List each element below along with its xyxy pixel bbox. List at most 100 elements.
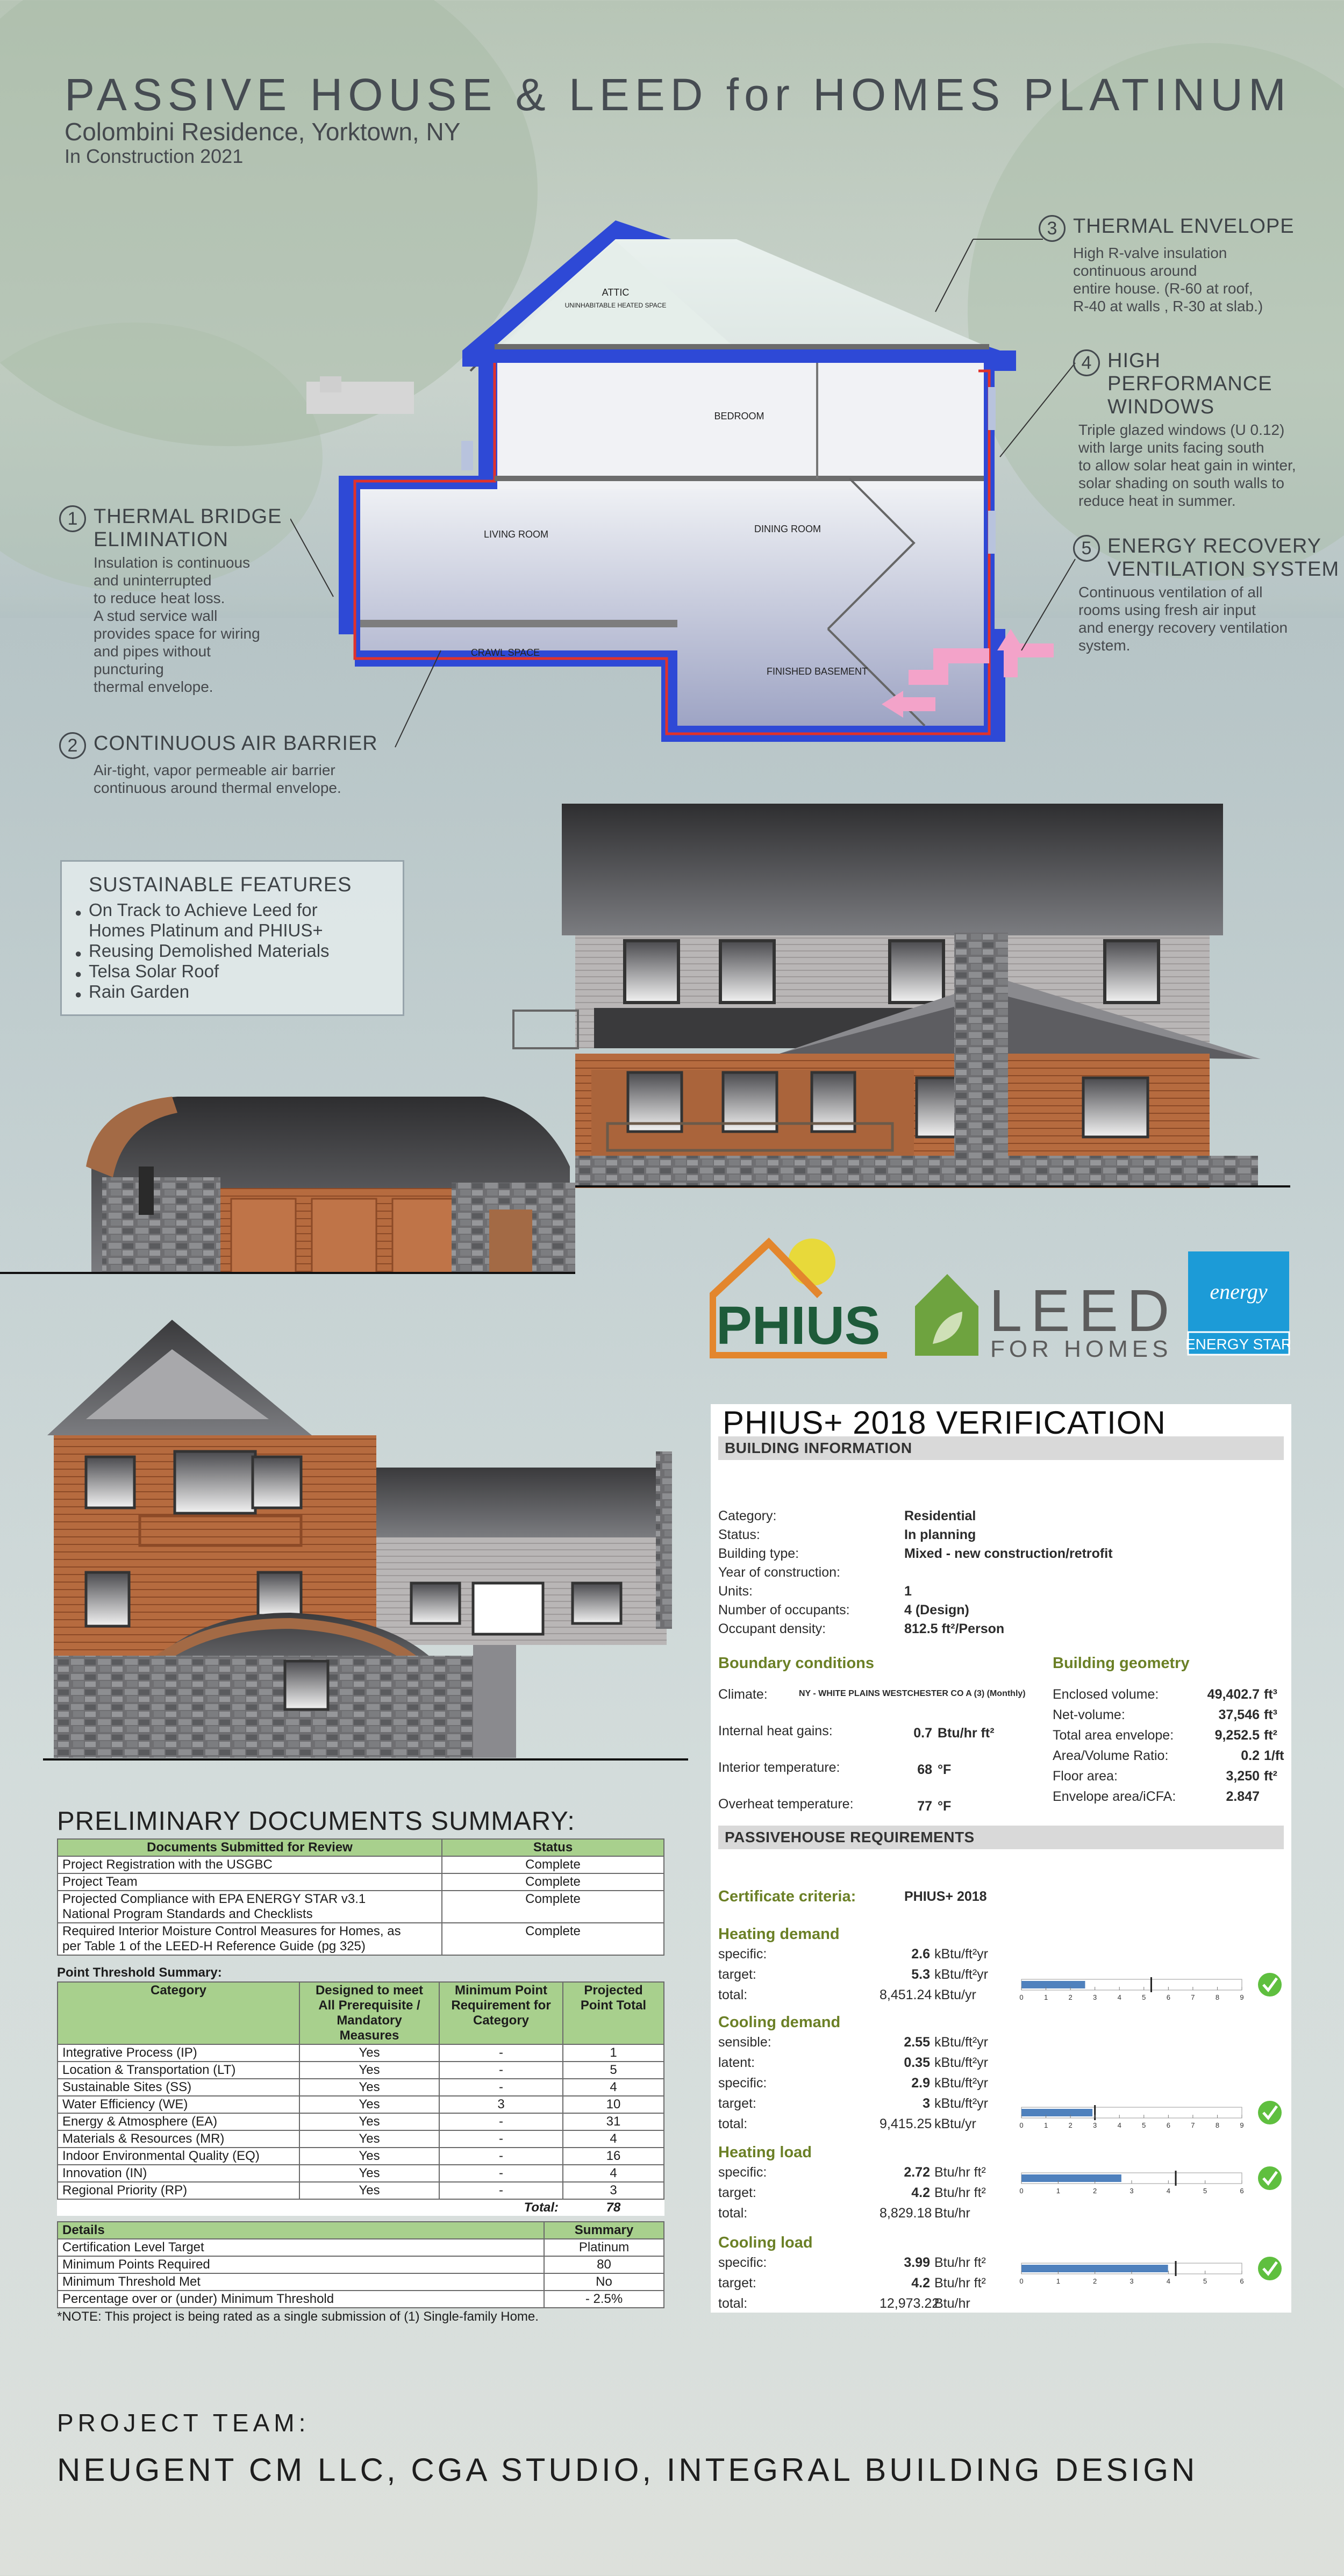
geometry-value: 3,250 <box>1226 1769 1260 1784</box>
bar-tick-label: 6 <box>1240 2187 1243 2195</box>
table-cell: Location & Transportation (LT) <box>57 2061 300 2079</box>
table-header: Designed to meet All Prerequisite / Mand… <box>299 1981 440 2045</box>
req-key: latent: <box>718 2055 755 2070</box>
total-row: Total: 78 <box>58 2199 664 2216</box>
table-cell: Sustainable Sites (SS) <box>57 2078 300 2096</box>
boundary-value: 0.7 <box>913 1726 932 1741</box>
project-team: PROJECT TEAM: NEUGENT CM LLC, CGA STUDIO… <box>57 2408 1198 2488</box>
bar-tick-label: 6 <box>1240 2277 1243 2285</box>
sustainable-item: Telsa Solar Roof <box>89 961 376 982</box>
bar-tick-label: 5 <box>1203 2277 1207 2285</box>
project-team-label: PROJECT TEAM: <box>57 2409 310 2437</box>
info-key: Year of construction: <box>718 1565 840 1580</box>
req-unit: kBtu/yr <box>934 1987 976 2002</box>
req-key: target: <box>718 2096 756 2111</box>
callout-title: THERMAL BRIDGE ELIMINATION <box>94 505 282 551</box>
bar-tick-label: 4 <box>1118 1993 1121 2001</box>
boundary-value: 68 <box>917 1762 932 1777</box>
callout-title: CONTINUOUS AIR BARRIER <box>94 732 378 755</box>
table-cell: - <box>439 2181 563 2200</box>
table-header: Documents Submitted for Review <box>57 1838 442 1857</box>
project-team-names: NEUGENT CM LLC, CGA STUDIO, INTEGRAL BUI… <box>57 2452 1198 2488</box>
bar-fill <box>1021 2109 1093 2116</box>
bar-tick-label: 8 <box>1216 2121 1219 2129</box>
table-cell: Yes <box>299 2078 440 2096</box>
table-cell: Energy & Atmosphere (EA) <box>57 2113 300 2131</box>
building-info-header: BUILDING INFORMATION <box>718 1436 1284 1460</box>
req-value: 5.3 <box>911 1967 930 1982</box>
bar-tick-label: 0 <box>1019 2121 1023 2129</box>
boundary-unit: °F <box>938 1799 952 1814</box>
sustainable-item: Rain Garden <box>89 982 376 1002</box>
building-geometry-title: Building geometry <box>1053 1655 1190 1672</box>
callout-description: Air-tight, vapor permeable air barrier c… <box>94 762 341 796</box>
req-key: target: <box>718 2185 756 2200</box>
info-key: Building type: <box>718 1546 799 1561</box>
req-value: 3.99 <box>904 2255 930 2270</box>
table-cell: Innovation (IN) <box>57 2164 300 2183</box>
bar-tick-label: 2 <box>1068 1993 1072 2001</box>
bar-tick-label: 2 <box>1093 2187 1097 2195</box>
req-unit: kBtu/ft²yr <box>934 1947 989 1962</box>
callout-number: 1 <box>59 505 86 532</box>
table-header: Projected Point Total <box>562 1981 664 2045</box>
boundary-key: Internal heat gains: <box>718 1723 833 1738</box>
block-title: Cooling demand <box>718 2014 841 2031</box>
check-icon <box>1258 2257 1282 2280</box>
passivehouse-requirements-header: PASSIVEHOUSE REQUIREMENTS <box>718 1826 1284 1849</box>
details-table: Details Summary Certification Level Targ… <box>57 2221 664 2308</box>
bar-tick-label: 1 <box>1056 2277 1060 2285</box>
req-unit: kBtu/ft²yr <box>934 2035 989 2050</box>
documents-table: Documents Submitted for Review Status Pr… <box>57 1838 664 1956</box>
attic-note: UNINHABITABLE HEATED SPACE <box>565 302 667 309</box>
bar-tick-label: 0 <box>1019 2277 1023 2285</box>
info-value: 1 <box>904 1584 912 1599</box>
table-cell: Minimum Threshold Met <box>57 2273 545 2291</box>
total-value: 78 <box>606 2200 621 2215</box>
table-header: Minimum Point Requirement for Category <box>439 1981 563 2045</box>
dining-room-label: DINING ROOM <box>754 524 821 534</box>
table-cell: - <box>439 2147 563 2165</box>
bar-fill <box>1021 2265 1168 2272</box>
point-threshold-label: Point Threshold Summary: <box>57 1965 222 1980</box>
table-cell: Yes <box>299 2130 440 2148</box>
energy-star-text: ENERGY STAR <box>1185 1336 1290 1353</box>
bar-tick-label: 1 <box>1044 2121 1048 2129</box>
building-info-list: Category:Residential Status:In planning … <box>718 1508 1256 1640</box>
point-threshold-table: Category Designed to meet All Prerequisi… <box>57 1981 664 2216</box>
energy-star-logo: energy ENERGY STAR <box>1185 1251 1290 1356</box>
req-value: 3 <box>923 2096 930 2111</box>
side-elevation-drawing <box>43 1320 688 1761</box>
info-value: Residential <box>904 1508 976 1523</box>
table-cell: - <box>439 2164 563 2183</box>
living-room-label: LIVING ROOM <box>484 529 548 540</box>
table-cell: Complete <box>441 1856 664 1874</box>
phius-logo: PHIUS <box>710 1237 887 1358</box>
callout-title: THERMAL ENVELOPE <box>1073 215 1295 238</box>
table-row: Innovation (IN)Yes-4 <box>57 2164 664 2183</box>
bar-tick-label: 4 <box>1118 2121 1121 2129</box>
check-icon <box>1258 2166 1282 2190</box>
block-title: Heating load <box>718 2144 812 2161</box>
table-cell: 16 <box>562 2147 664 2165</box>
table-cell: 31 <box>562 2113 664 2131</box>
req-unit: Btu/hr ft² <box>934 2276 986 2291</box>
bar-tick-label: 0 <box>1019 1993 1023 2001</box>
building-section-drawing: ATTIC UNINHABITABLE HEATED SPACE BEDROOM… <box>290 220 1076 748</box>
req-value: 4.2 <box>911 2185 930 2200</box>
bar-tick-label: 9 <box>1240 1993 1243 2001</box>
geometry-value: 49,402.7 <box>1207 1687 1260 1702</box>
bar-fill <box>1021 1981 1085 1988</box>
table-cell: Projected Compliance with EPA ENERGY STA… <box>57 1890 442 1923</box>
bar-tick-label: 5 <box>1203 2187 1207 2195</box>
table-cell: Regional Priority (RP) <box>57 2181 300 2200</box>
req-key: total: <box>718 2296 748 2311</box>
boundary-conditions-list: Climate:NY - WHITE PLAINS WESTCHESTER CO… <box>718 1687 1046 1833</box>
table-cell: - <box>439 2061 563 2079</box>
leed-text: LEED <box>989 1278 1178 1344</box>
certification-logos: PHIUS LEED FOR HOMES energy ENERGY STAR <box>710 1237 1290 1362</box>
